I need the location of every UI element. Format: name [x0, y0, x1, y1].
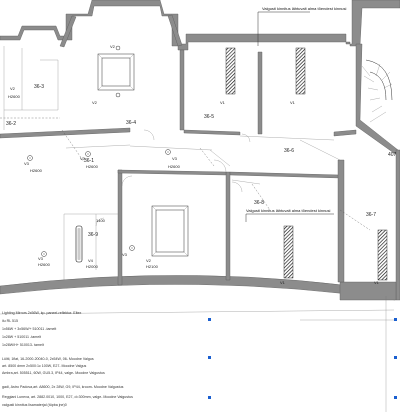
- room-label-36-1: 36-1: [84, 158, 94, 164]
- legend: Lighting Mirrors 2x56W, kp. paneel-refle…: [2, 311, 133, 407]
- fixture-label: H2600: [86, 164, 99, 169]
- legend-line: Reggiani Lunexa, art. 2882.0010, 1000, E…: [2, 395, 133, 399]
- legend-line: art. 8500 dmm 2x500:1c 100W, E27- Moodne…: [2, 364, 86, 368]
- fixture-label: V1: [220, 100, 226, 105]
- fixture-label: V3: [24, 161, 30, 166]
- legend-line: valgusti kinnitus lisamaterjal (tüpba jn…: [2, 403, 67, 407]
- fixture-label: V3: [38, 256, 44, 261]
- room-label-36-5: 36-5: [204, 114, 214, 120]
- fixture-label: V3: [80, 156, 86, 161]
- room-label-36-8: 36-8: [254, 200, 264, 206]
- fixture-label: V2: [10, 86, 16, 91]
- dimension-label: 1400: [96, 218, 106, 223]
- walls: [0, 0, 400, 301]
- fixture-label: H2600: [38, 262, 51, 267]
- ceiling-panels: [97, 53, 189, 257]
- fixture-label: V2: [92, 100, 98, 105]
- room-label-407: 407: [388, 152, 397, 158]
- selection-handle[interactable]: [208, 318, 211, 321]
- fixture-label: V1: [374, 280, 380, 285]
- room-label-36-2: 36-2: [6, 121, 16, 127]
- fixture-label: H2600: [8, 94, 21, 99]
- thin-lines: [0, 46, 395, 412]
- fixture-label: V2: [110, 44, 116, 49]
- fixture-label: V1: [280, 280, 286, 285]
- selection-handles[interactable]: [208, 318, 397, 399]
- fixture-label: H2000: [86, 264, 99, 269]
- note-mid: Valgusti kinnitus lähtuvalt alma tõendes…: [246, 208, 331, 213]
- room-label-36-9: 36-9: [88, 232, 98, 238]
- selection-handle[interactable]: [208, 396, 211, 399]
- selection-handle[interactable]: [394, 356, 397, 359]
- legend-line: 1x28W/H+ 510013- tamelt: [2, 343, 44, 347]
- fixture-label: H2100: [146, 264, 159, 269]
- luminaire-36-5-right: [295, 47, 306, 95]
- legend-line: 1x28W + 510011 -tamelt: [2, 335, 41, 339]
- luminaire-36-7: [377, 229, 388, 281]
- mirror-fixture: [75, 225, 83, 263]
- legend-line: 1x56W + 3x56W/+ 510011 -tamelt: [2, 327, 56, 331]
- selection-handle[interactable]: [394, 318, 397, 321]
- room-label-36-3: 36-3: [34, 84, 44, 90]
- legend-line: Ambra,art. 505511, 60W, GU5.3, IP44, val…: [2, 371, 105, 375]
- fixture-label: V4: [88, 258, 94, 263]
- room-label-36-6: 36-6: [284, 148, 294, 154]
- luminaire-36-5-left: [225, 47, 236, 95]
- legend-line: gadi, Astro Padova,art. A8600, 2x 28W, G…: [2, 385, 124, 389]
- fixture-label: V1: [290, 100, 296, 105]
- room-label-36-7: 36-7: [366, 212, 376, 218]
- note-top: Valgusti kinnitus lähtuvalt alma tõendes…: [262, 6, 347, 11]
- fixture-label: H2600: [30, 168, 43, 173]
- legend-line: Lüliti, 1flat, 16-2000-20040-0, 2x54W, 0…: [2, 357, 94, 361]
- fixture-label: V2: [146, 258, 152, 263]
- legend-line: ilu RL 515: [2, 319, 18, 323]
- fixture-labels: V1 V1 V1 V1 V2 V2 V2 V2 V3 V3 V3 V3 V3 V…: [8, 44, 380, 285]
- annotations: Valgusti kinnitus lähtuvalt alma tõendes…: [245, 6, 347, 222]
- selection-handle[interactable]: [394, 396, 397, 399]
- selection-handle[interactable]: [208, 356, 211, 359]
- fixture-label: H2600: [168, 164, 181, 169]
- fixture-symbols: [27, 45, 171, 257]
- room-labels: 36-2 36-3 36-4 36-5 36-1 36-6 36-8 36-7 …: [6, 84, 397, 238]
- fixture-label: V3: [122, 252, 128, 257]
- luminaire-36-8: [283, 225, 294, 279]
- fixture-label: V3: [172, 156, 178, 161]
- room-label-36-4: 36-4: [126, 120, 136, 126]
- legend-line: Lighting Mirrors 2x56W, kp. paneel-refle…: [2, 311, 82, 315]
- linear-luminaires: [225, 47, 388, 281]
